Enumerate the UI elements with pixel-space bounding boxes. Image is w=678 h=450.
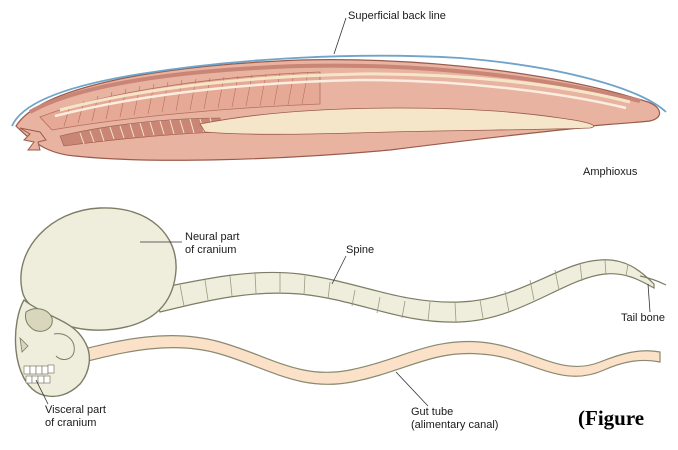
- label-spine: Spine: [346, 244, 374, 257]
- label-gut-tube-line1: Gut tube: [411, 406, 498, 419]
- amphioxus-drawing: [12, 18, 666, 160]
- spine-drawing: [150, 260, 654, 322]
- gut-tube-leader: [396, 372, 428, 406]
- back-line-leader: [334, 18, 346, 54]
- label-neural-part-line1: Neural part: [185, 231, 239, 244]
- label-neural-part-line2: of cranium: [185, 244, 239, 257]
- tail-bone-leader: [648, 284, 650, 312]
- label-superficial-back-line: Superficial back line: [348, 10, 446, 23]
- label-visceral-part: Visceral part of cranium: [45, 404, 106, 430]
- label-amphioxus: Amphioxus: [583, 166, 637, 179]
- label-tail-bone: Tail bone: [621, 312, 665, 325]
- label-visceral-part-line1: Visceral part: [45, 404, 106, 417]
- label-gut-tube-line2: (alimentary canal): [411, 419, 498, 432]
- vertebrate-drawing: [15, 208, 666, 406]
- spine-leader: [332, 256, 346, 284]
- label-gut-tube: Gut tube (alimentary canal): [411, 406, 498, 432]
- label-visceral-part-line2: of cranium: [45, 417, 106, 430]
- label-neural-part: Neural part of cranium: [185, 231, 239, 257]
- gut-tube-drawing: [80, 336, 660, 385]
- figure-caption: (Figure: [578, 406, 644, 431]
